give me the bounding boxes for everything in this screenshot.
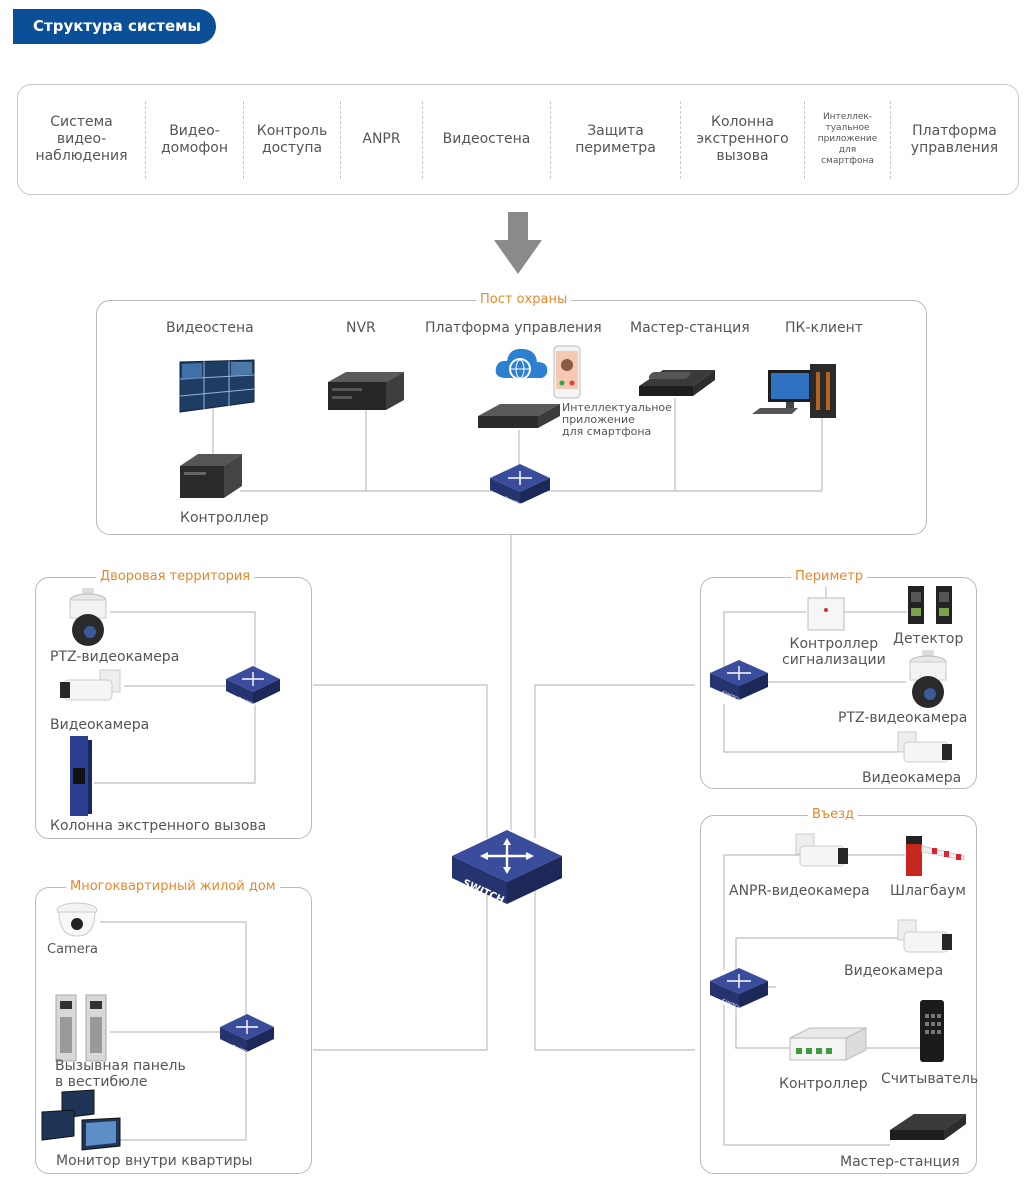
indoor-monitor-label: Монитор внутри квартиры	[56, 1153, 253, 1169]
card-reader-label: Считыватель	[881, 1071, 979, 1087]
guard-post-title: Пост охраны	[476, 292, 572, 308]
entrance-master-station-label: Мастер-станция	[840, 1154, 960, 1170]
core-switch-icon: SWITCH	[452, 830, 562, 906]
controller-label: Контроллер	[180, 510, 269, 526]
emergency-column-icon	[70, 736, 92, 816]
entrance-title: Въезд	[808, 807, 859, 823]
platform-server-icon	[478, 404, 560, 428]
courtyard-title: Дворовая территория	[96, 569, 255, 585]
access-controller-label: Контроллер	[779, 1076, 868, 1092]
perimeter-camera-icon	[897, 731, 952, 763]
courtyard-switch-text: SWITCH	[236, 696, 258, 706]
entrance-master-station-icon	[890, 1114, 966, 1140]
perimeter-switch-icon: SWITCH	[710, 660, 768, 702]
pc-client-label: ПК-клиент	[785, 320, 863, 336]
guard-switch-text: SWITCH	[502, 495, 526, 506]
bullet-camera-icon	[60, 669, 121, 701]
detector-label: Детектор	[893, 631, 964, 647]
indoor-monitor-icon	[41, 1089, 121, 1151]
category-access-control: Контроль доступа	[244, 100, 341, 179]
emergency-column-label: Колонна экстренного вызова	[50, 818, 267, 834]
category-management-platform: Платформа управления	[910, 122, 999, 156]
apartment-switch-text: SWITCH	[230, 1044, 252, 1054]
down-arrow-icon	[494, 212, 542, 274]
apartment-camera-label: Camera	[47, 942, 99, 957]
access-controller-icon	[789, 1027, 867, 1061]
category-videowall: Видеостена	[423, 100, 551, 179]
entrance-switch-icon: SWITCH	[710, 968, 768, 1010]
category-emergency-call: Колонна экстренного вызова	[681, 100, 805, 179]
perimeter-camera-label: Видеокамера	[862, 770, 962, 786]
detector-icon	[908, 586, 952, 624]
entrance-camera-icon	[897, 919, 952, 953]
category-bar: Система видео- наблюдения Видео- домофон…	[17, 84, 1019, 195]
master-station-label: Мастер-станция	[630, 320, 750, 336]
entrance-switch-text: SWITCH	[720, 998, 742, 1010]
nvr-label: NVR	[346, 320, 376, 336]
courtyard-switch-icon: SWITCH	[226, 666, 280, 706]
apartment-switch-icon: SWITCH	[220, 1014, 274, 1054]
courtyard-camera-label: Видеокамера	[50, 717, 150, 733]
alarm-controller-label: Контроллер сигнализации	[782, 636, 886, 668]
anpr-camera-icon	[795, 833, 848, 867]
barrier-label: Шлагбаум	[890, 883, 966, 899]
ptz-camera-icon	[69, 588, 107, 646]
perimeter-title: Периметр	[791, 569, 868, 585]
category-anpr: ANPR	[341, 100, 423, 179]
entrance-camera-label: Видеокамера	[844, 963, 944, 979]
perimeter-ptz-label: PTZ-видеокамера	[838, 710, 968, 726]
category-perimeter-protection: Защита периметра	[551, 100, 681, 179]
apartment-title: Многоквартирный жилой дом	[66, 879, 280, 895]
alarm-controller-icon	[807, 597, 845, 631]
perimeter-ptz-icon	[909, 650, 947, 708]
cloud-icon	[495, 348, 548, 380]
dome-camera-icon	[56, 902, 98, 937]
page-title: Структура системы	[13, 9, 216, 44]
smart-app-label: Интеллектуальное приложение для смартфон…	[562, 401, 672, 438]
videowall-label: Видеостена	[166, 320, 254, 336]
barrier-icon	[906, 836, 965, 876]
card-reader-icon	[920, 1000, 944, 1062]
master-station-icon	[639, 370, 715, 396]
pc-client-icon	[752, 364, 836, 418]
videowall-icon	[179, 359, 255, 413]
controller-icon	[180, 454, 242, 498]
lobby-panel-label: Вызывная панель в вестибюле	[55, 1058, 186, 1090]
platform-label: Платформа управления	[425, 320, 602, 336]
nvr-icon	[328, 372, 404, 410]
guard-switch-icon: SWITCH	[490, 464, 550, 506]
perimeter-switch-text: SWITCH	[720, 690, 742, 702]
category-video-intercom: Видео- домофон	[146, 100, 244, 179]
lobby-panel-icon	[55, 994, 107, 1062]
smartphone-icon	[553, 345, 581, 399]
anpr-camera-label: ANPR-видеокамера	[729, 883, 870, 899]
category-smart-app: Интеллек- туальное приложение для смартф…	[805, 100, 891, 179]
courtyard-ptz-label: PTZ-видеокамера	[50, 649, 180, 665]
category-video-surveillance: Система видео- наблюдения	[18, 100, 146, 179]
